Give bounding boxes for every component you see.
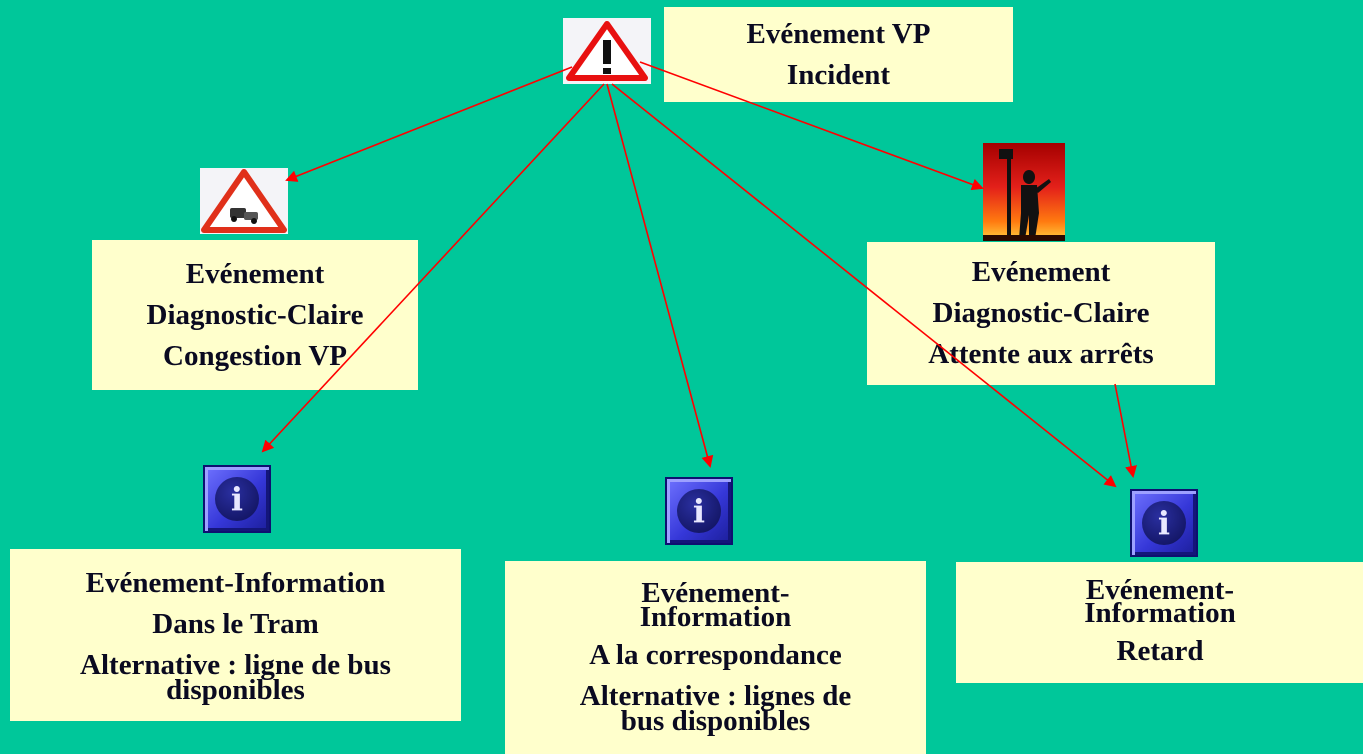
node-info-correspondance-line-1: Evénement- — [641, 577, 790, 610]
node-attente-line-2: Diagnostic-Claire — [932, 297, 1150, 329]
node-info-correspondance-line-4: Alternative : lignes de — [579, 679, 852, 712]
node-incident: Evénement VP Incident — [664, 7, 1013, 102]
node-info-correspondance-line-5: bus disponibles — [620, 704, 811, 737]
node-incident-line-1: Evénement VP — [746, 17, 931, 50]
node-info-retard: Evénement- Information Retard — [956, 562, 1363, 683]
arrow-incident-to-congestion — [285, 66, 573, 182]
node-info-correspondance-line-2: Information — [639, 600, 792, 633]
node-incident-line-2: Incident — [786, 58, 891, 91]
traffic-jam-warning-icon — [200, 168, 288, 234]
info-icon-tram: i — [203, 465, 271, 533]
arrow-attente-to-info_retard — [1114, 383, 1137, 478]
info-icon-correspondance: i — [665, 477, 733, 545]
node-attente-line-3: Attente aux arrêts — [928, 338, 1154, 370]
node-congestion-line-1: Evénement — [185, 257, 325, 290]
node-congestion: Evénement Diagnostic-Claire Congestion V… — [92, 240, 418, 390]
info-icon-retard: i — [1130, 489, 1198, 557]
node-info-correspondance-line-3: A la correspondance — [589, 638, 842, 671]
node-info-retard-line-1: Evénement- — [1085, 573, 1235, 606]
person-waiting-at-stop-icon — [983, 143, 1065, 241]
node-info-tram-line-2: Dans le Tram — [152, 607, 319, 640]
info-icon-tram-glyph: i — [215, 477, 259, 521]
node-info-correspondance: Evénement- Information A la correspondan… — [505, 561, 926, 754]
info-icon-correspondance-glyph: i — [677, 489, 721, 533]
node-info-retard-line-3: Retard — [1116, 635, 1204, 668]
node-info-tram-line-3: Alternative : ligne de bus — [80, 648, 391, 681]
node-attente-line-1: Evénement — [971, 256, 1111, 288]
node-congestion-line-2: Diagnostic-Claire — [146, 298, 364, 331]
node-congestion-line-3: Congestion VP — [163, 339, 347, 372]
info-icon-retard-glyph: i — [1142, 501, 1186, 545]
node-info-tram-line-1: Evénement-Information — [85, 566, 386, 599]
node-attente: Evénement Diagnostic-Claire Attente aux … — [867, 242, 1215, 385]
warning-triangle-icon — [563, 18, 651, 84]
node-info-tram-line-4: disponibles — [166, 673, 305, 706]
node-info-tram: Evénement-Information Dans le Tram Alter… — [10, 549, 461, 721]
arrow-incident-to-info_correspondance — [606, 83, 714, 468]
node-info-retard-line-2: Information — [1084, 597, 1236, 629]
